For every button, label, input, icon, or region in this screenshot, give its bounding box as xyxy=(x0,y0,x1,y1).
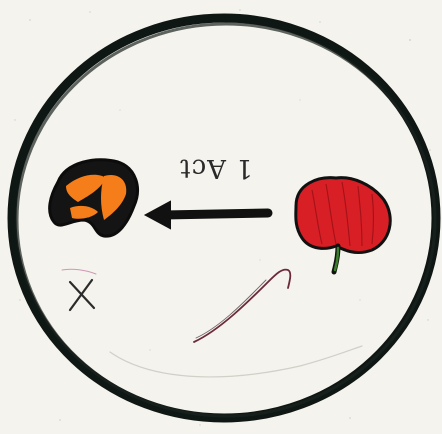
x-mark-icon xyxy=(62,269,96,310)
orange-blob-icon xyxy=(50,160,138,236)
handwritten-label: 1 Act xyxy=(170,152,262,184)
pencil-curve xyxy=(110,270,362,377)
arrow-left-icon xyxy=(146,202,268,228)
red-fruit-icon xyxy=(296,178,390,272)
